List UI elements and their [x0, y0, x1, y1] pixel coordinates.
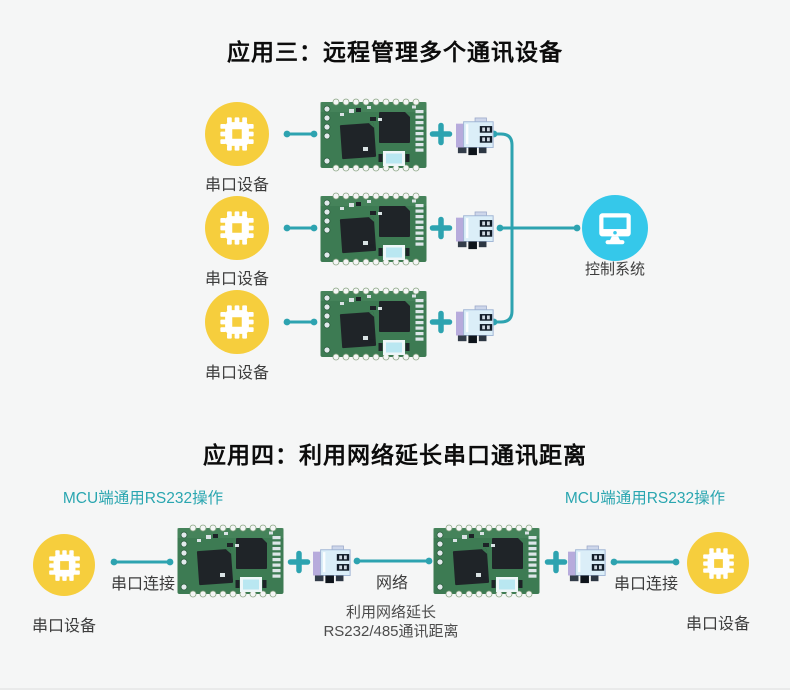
rj45-connector-1: [452, 117, 500, 157]
serial-module-pcb-2: [320, 191, 430, 267]
link-line-row2: [283, 224, 318, 232]
serial-link-label-left: 串口连接: [110, 576, 175, 593]
serial-module-pcb-1: [320, 97, 430, 173]
network-link-label: 网络: [375, 575, 408, 592]
serial-device-node-3: [205, 290, 269, 354]
control-system-node: [582, 195, 648, 261]
serial-device-label-1: 串口设备: [204, 177, 269, 194]
network-note: 利用网络延长 RS232/485通讯距离: [285, 603, 497, 641]
serial-device-label-right: 串口设备: [685, 616, 750, 633]
serial-module-pcb-3: [320, 286, 430, 362]
serial-device-label-left: 串口设备: [31, 618, 96, 635]
serial-device-node-left: [33, 534, 95, 596]
plus-icon-3: [429, 310, 453, 334]
serial-link-line-right: [610, 558, 680, 566]
chip-icon: [218, 303, 256, 341]
chip-icon: [701, 546, 736, 581]
chip-icon: [218, 115, 256, 153]
control-system-label: 控制系统: [584, 261, 645, 278]
serial-device-label-3: 串口设备: [204, 365, 269, 382]
monitor-icon: [594, 207, 636, 249]
app4-title: 应用四：利用网络延长串口通讯距离: [203, 442, 587, 468]
network-note-line1: 利用网络延长: [345, 604, 436, 621]
serial-device-label-2: 串口设备: [204, 271, 269, 288]
serial-link-label-right: 串口连接: [613, 576, 678, 593]
bottom-divider: [0, 688, 790, 690]
mcu-note-right: MCU端通用RS232操作: [564, 490, 726, 507]
serial-module-pcb-left: [177, 523, 287, 599]
control-link-line: [496, 224, 581, 232]
link-line-row3: [283, 318, 318, 326]
link-line-row1: [283, 130, 318, 138]
serial-link-line-left: [110, 558, 174, 566]
serial-device-node-2: [205, 196, 269, 260]
chip-icon: [47, 548, 82, 583]
plus-icon-left: [287, 550, 311, 574]
rj45-connector-3: [452, 305, 500, 345]
serial-device-node-right: [687, 532, 749, 594]
chip-icon: [218, 209, 256, 247]
network-link-line: [353, 557, 433, 565]
serial-module-pcb-right: [433, 523, 543, 599]
plus-icon-right: [544, 550, 568, 574]
app3-title: 应用三：远程管理多个通讯设备: [227, 39, 563, 65]
plus-icon-1: [429, 122, 453, 146]
network-note-line2: RS232/485通讯距离: [323, 623, 459, 640]
plus-icon-2: [429, 216, 453, 240]
rj45-connector-2: [452, 211, 500, 251]
serial-device-node-1: [205, 102, 269, 166]
mcu-note-left: MCU端通用RS232操作: [62, 490, 224, 507]
